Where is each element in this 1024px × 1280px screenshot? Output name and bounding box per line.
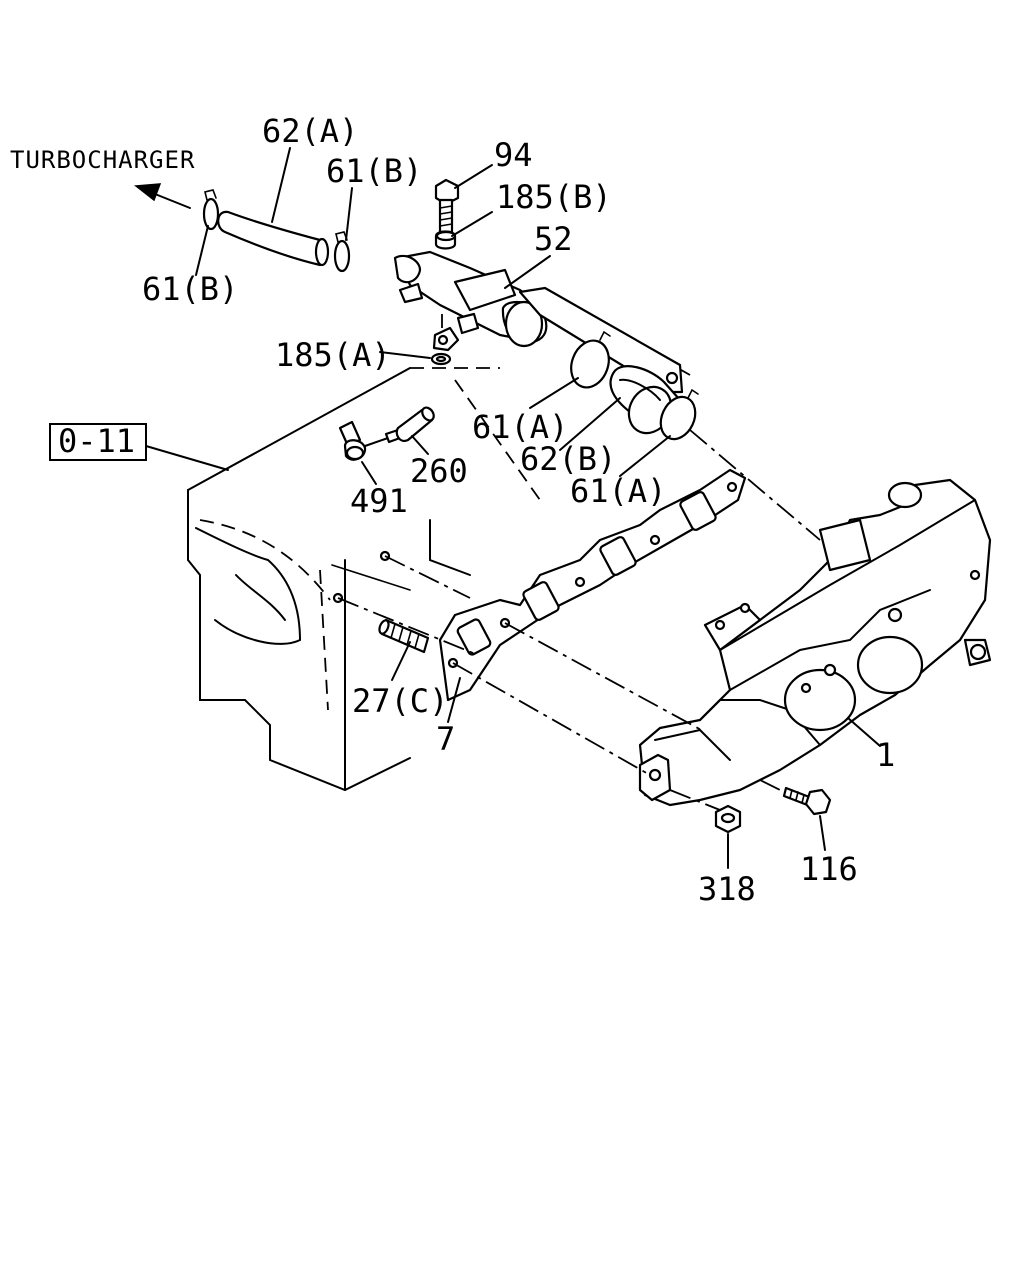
washer-185a: [430, 352, 452, 366]
sensor-491: [338, 420, 402, 461]
leader-lines: [195, 147, 881, 869]
callout-62b: 62(B): [520, 440, 616, 478]
clamp-61b-left: [202, 189, 220, 231]
arrow-left-icon: [134, 183, 162, 202]
callout-52: 52: [534, 220, 573, 258]
engine-block: [187, 367, 541, 792]
callout-62a: 62(A): [262, 112, 358, 150]
callout-94: 94: [494, 136, 533, 174]
callout-61a-mid: 61(A): [472, 408, 568, 446]
manifold-gasket: [438, 468, 747, 702]
callout-491: 491: [350, 482, 408, 520]
bolt-116: [782, 786, 832, 816]
washer-185b: [434, 230, 457, 250]
reference-box: 0-11: [49, 422, 229, 471]
callout-185a: 185(A): [275, 336, 391, 374]
nut-318: [714, 804, 742, 834]
callout-185b: 185(B): [496, 178, 612, 216]
sleeve-260: [395, 406, 435, 442]
callout-61b-left: 61(B): [142, 270, 238, 308]
callout-1: 1: [876, 736, 895, 774]
callout-27c: 27(C): [352, 682, 448, 720]
callout-61b-top: 61(B): [326, 152, 422, 190]
callouts: 62(A) 61(B) 61(B) 94 185(B) 52 185(A) 61…: [142, 112, 895, 908]
callout-7: 7: [436, 720, 455, 758]
stud-27c: [378, 618, 430, 654]
callout-61a-low: 61(A): [570, 472, 666, 510]
hose-62a: [217, 210, 330, 267]
exhaust-manifold: [638, 478, 992, 807]
callout-260: 260: [410, 452, 468, 490]
turbocharger-direction: TURBOCHARGER: [10, 146, 195, 209]
turbocharger-label: TURBOCHARGER: [10, 146, 195, 174]
callout-318: 318: [698, 870, 756, 908]
reference-label: 0-11: [58, 422, 135, 460]
clamp-61a-low: [659, 388, 699, 441]
egr-pipe-assembly: [393, 250, 684, 394]
callout-116: 116: [800, 850, 858, 888]
clamp-61a-mid: [570, 330, 611, 389]
